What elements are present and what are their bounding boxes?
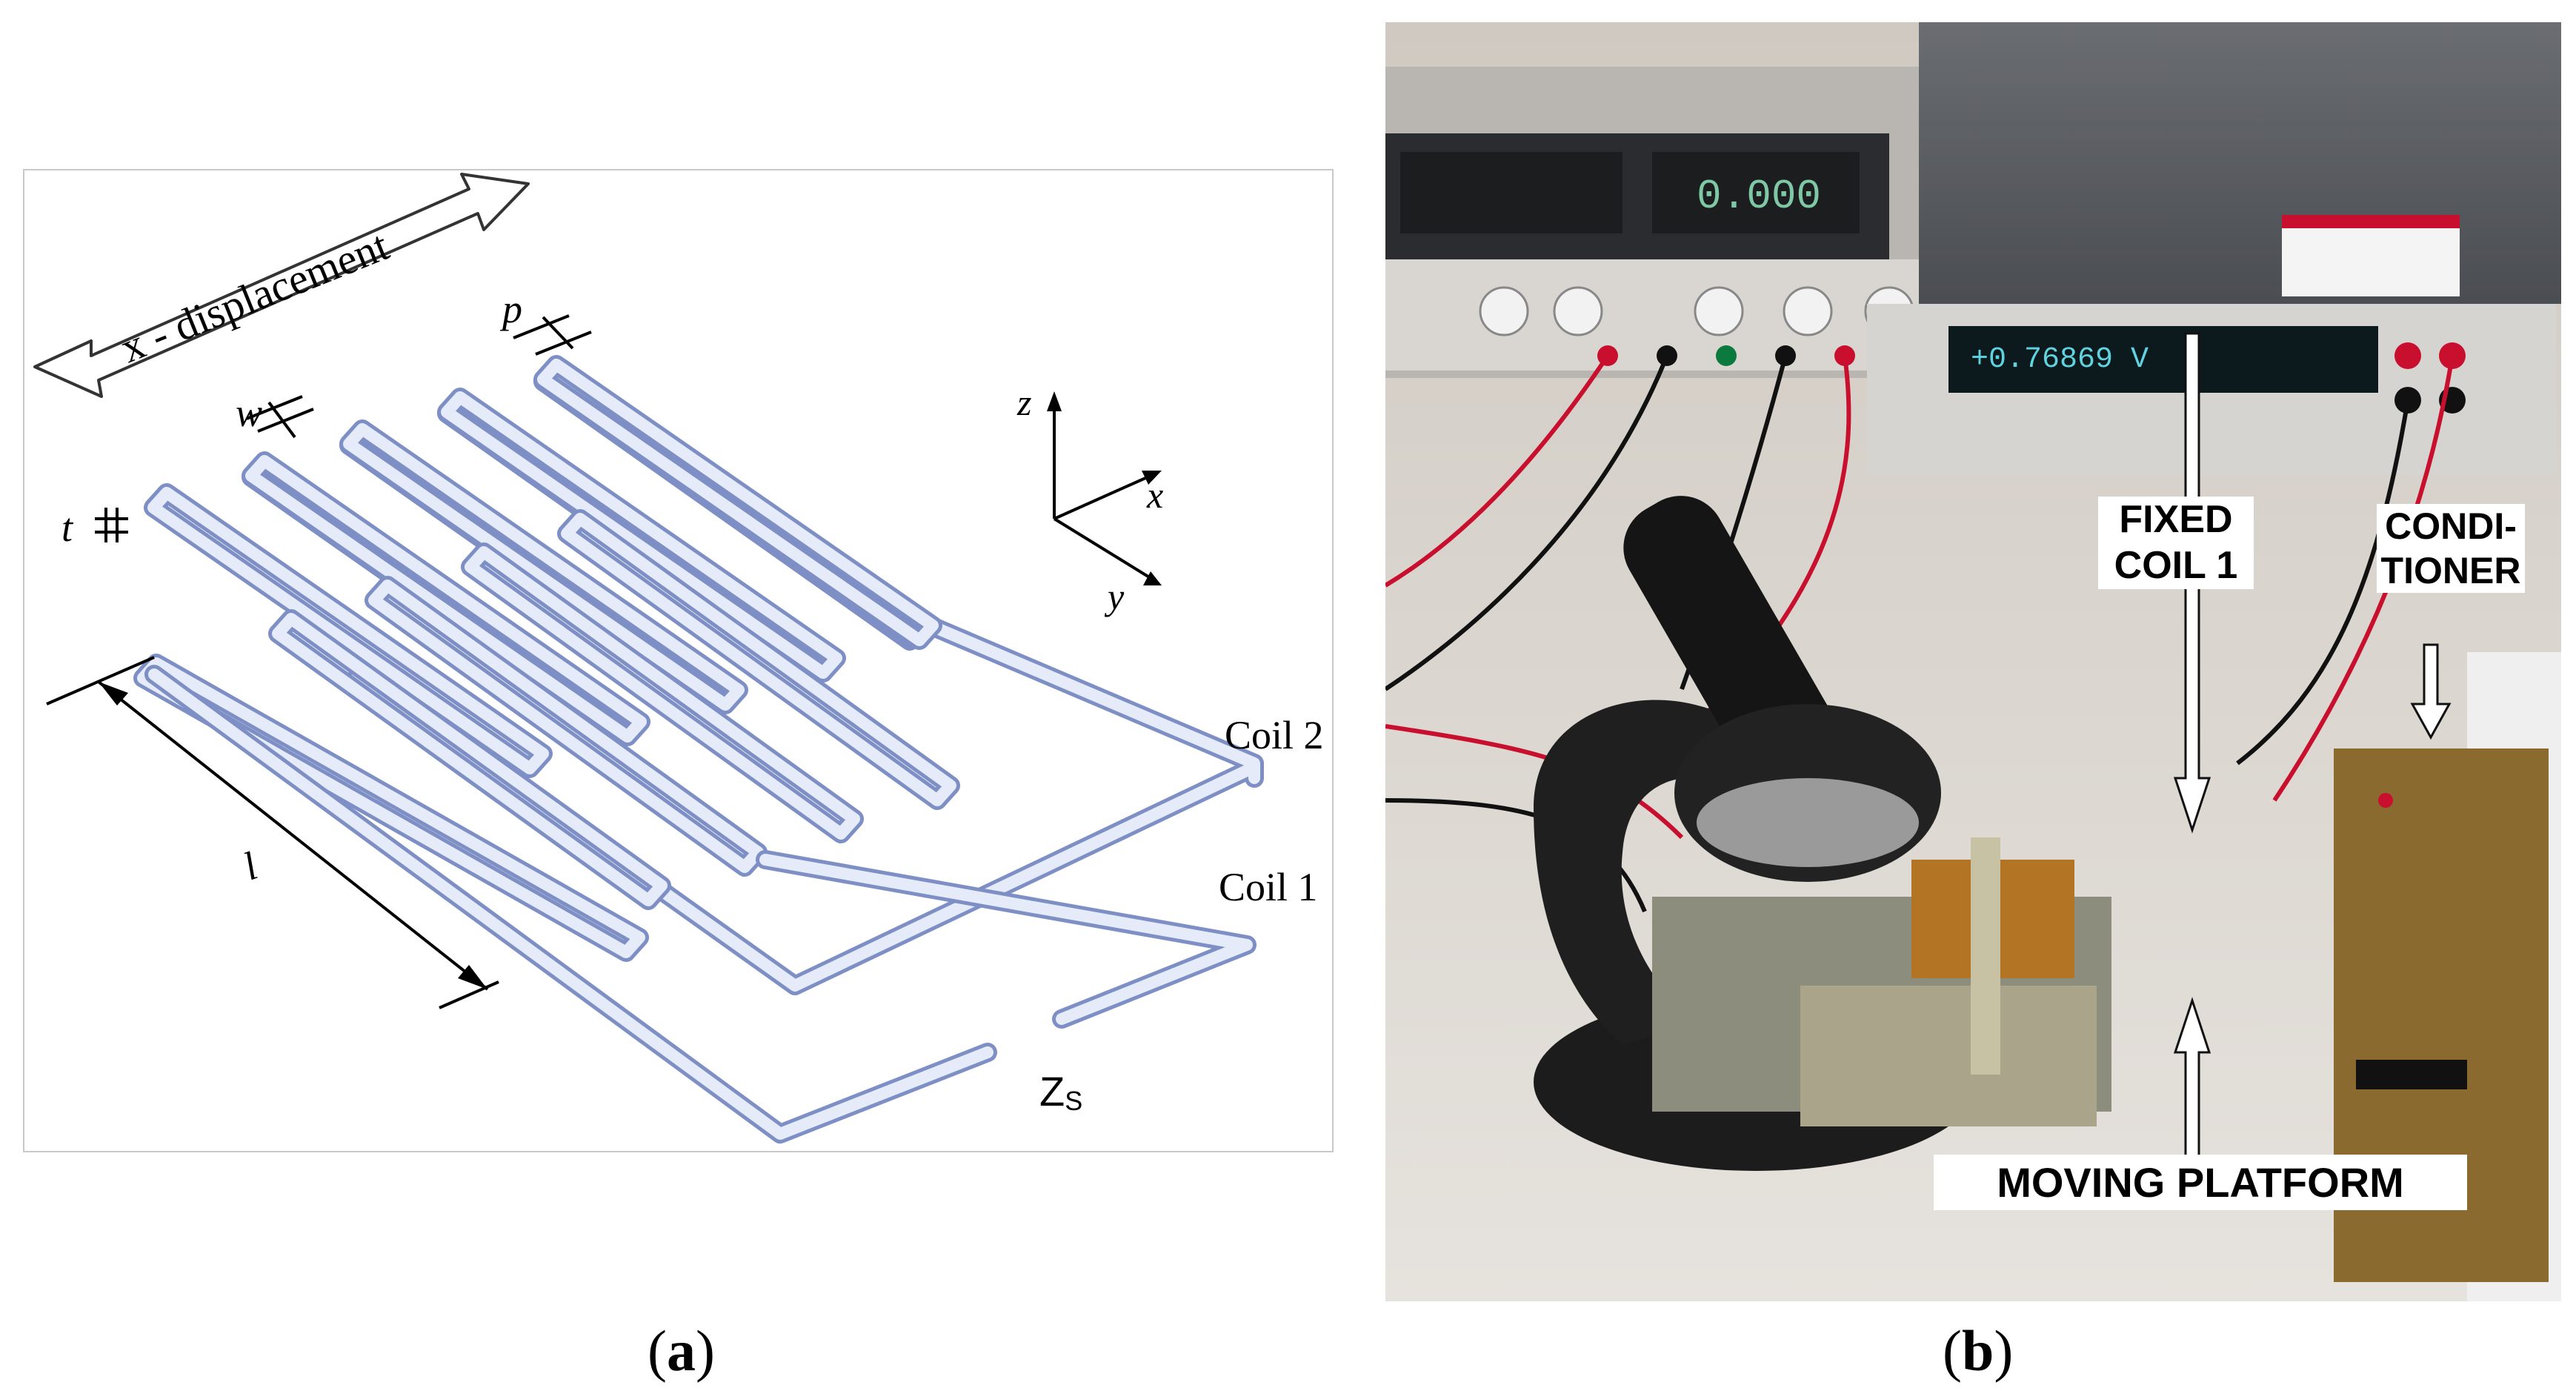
microscope xyxy=(1534,496,2111,1171)
dimension-t-label: t xyxy=(61,505,74,550)
axis-z-label: z xyxy=(1016,382,1031,423)
experimental-setup-photo: 0.000 +0.76869 V xyxy=(1385,22,2561,1301)
dimension-t xyxy=(95,508,128,542)
x-displacement-arrow xyxy=(33,173,530,398)
power-supply: 0.000 xyxy=(1385,67,1919,378)
dimension-l xyxy=(46,656,499,1009)
coil-1-label: Coil 1 xyxy=(1219,865,1318,909)
caption-b-letter: b xyxy=(1961,1318,1994,1383)
conditioner-arrow xyxy=(2410,643,2452,740)
multimeter: +0.76869 V xyxy=(1867,22,2561,474)
zs-sub: S xyxy=(1065,1086,1082,1116)
dimension-w-label: w xyxy=(236,391,262,435)
dimension-p-label: p xyxy=(499,287,522,331)
caption-b-open: ( xyxy=(1943,1318,1962,1383)
conditioner-label: CONDI- TIONER xyxy=(2377,504,2525,593)
dimension-l-label: l xyxy=(237,843,263,889)
moving-platform-label: MOVING PLATFORM xyxy=(1934,1155,2467,1211)
dimension-w xyxy=(246,395,314,439)
xyz-axes xyxy=(1047,391,1162,585)
caption-b-close: ) xyxy=(1994,1318,2014,1383)
coil-2-fingers xyxy=(144,355,942,778)
caption-a-letter: a xyxy=(666,1318,696,1383)
coil-1-return xyxy=(144,665,1257,1143)
meter-1-display: 0.000 xyxy=(1697,173,1821,220)
meter-2-display: +0.76869 V xyxy=(1971,343,2149,376)
x-displacement-label: x - displacement xyxy=(114,221,396,372)
conditioner-board xyxy=(2334,652,2561,1301)
coil-2-label: Coil 2 xyxy=(1225,713,1324,757)
caption-a-close: ) xyxy=(695,1318,715,1383)
caption-a-open: ( xyxy=(648,1318,667,1383)
setup-photo-illustration: 0.000 +0.76869 V xyxy=(1385,22,2561,1301)
axis-y-label: y xyxy=(1104,576,1125,617)
caption-b: (b) xyxy=(1943,1318,2013,1384)
coil-diagram-panel: x - displacement p w t xyxy=(23,169,1334,1152)
coil-diagram: x - displacement p w t xyxy=(33,173,1324,1143)
zs-label: ZS xyxy=(1039,1068,1082,1116)
fixed-coil-label: FIXED COIL 1 xyxy=(2098,497,2254,589)
axis-x-label: x xyxy=(1146,474,1163,516)
dimension-p xyxy=(513,314,592,356)
zs-main: Z xyxy=(1039,1068,1065,1115)
caption-a: (a) xyxy=(648,1318,715,1384)
